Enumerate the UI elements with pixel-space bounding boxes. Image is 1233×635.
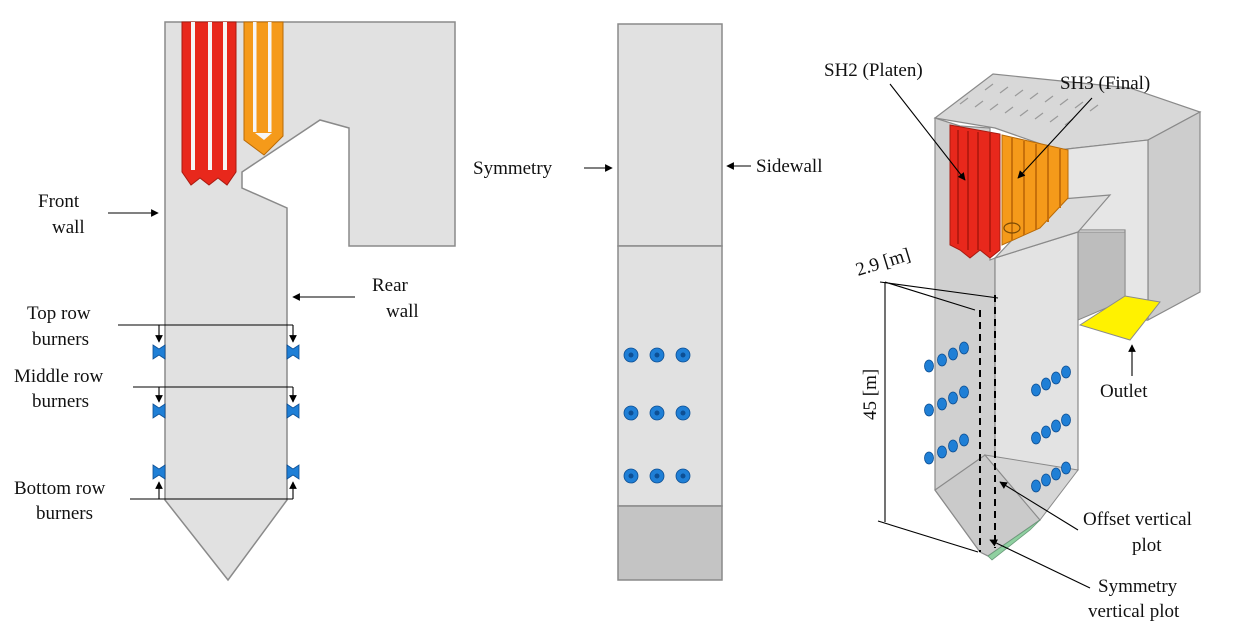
bottom-row-label-1: Bottom row <box>14 478 106 499</box>
front-wall-label-2: wall <box>52 217 85 238</box>
symmetry-plot-arrow <box>989 539 1091 589</box>
symmetry-label: Symmetry <box>473 158 553 179</box>
front-view-hopper <box>617 505 723 581</box>
offset-plot-label-2: plot <box>1132 535 1162 556</box>
iso-back-block-front <box>1147 110 1201 322</box>
sh3-arrow <box>1017 97 1093 179</box>
offset-plot-arrow <box>999 481 1079 531</box>
top-row-label-2: burners <box>32 329 89 350</box>
top-row-label-1: Top row <box>27 303 91 324</box>
iso-sh2-platen <box>949 124 1001 259</box>
furnace-side-outline <box>164 21 456 582</box>
sidewall-label: Sidewall <box>756 156 823 177</box>
front-view-upper <box>617 23 723 247</box>
front-view: Symmetry Sidewall <box>473 23 823 581</box>
iso-view: 2.9 [m] 45 [m] SH2 (Platen) SH3 (Final) … <box>824 60 1202 622</box>
symmetry-plot-label-1: Symmetry <box>1098 576 1178 597</box>
iso-sh3-final <box>1001 134 1069 246</box>
front-view-burners <box>623 347 691 484</box>
middle-row-label-1: Middle row <box>14 366 103 387</box>
front-view-lower <box>617 245 723 507</box>
iso-burners-rear <box>1031 365 1071 493</box>
outlet-label: Outlet <box>1100 381 1148 402</box>
iso-outlet <box>1078 295 1161 341</box>
offset-plot-label-1: Offset vertical <box>1083 509 1192 530</box>
rear-wall-label-1: Rear <box>372 275 409 296</box>
sh3-final-side <box>243 21 284 156</box>
width-dimension-label: 2.9 [m] <box>853 244 913 280</box>
sh2-platen-side <box>181 21 237 186</box>
front-wall-burners <box>152 344 166 480</box>
height-dimension-label: 45 [m] <box>860 369 881 420</box>
front-wall-label-1: Front <box>38 191 80 212</box>
sh3-label: SH3 (Final) <box>1060 73 1150 94</box>
side-view: Front wall Rear wall Top row burners Mid… <box>14 21 456 582</box>
symmetry-plot-label-2: vertical plot <box>1088 601 1180 622</box>
bottom-row-label-2: burners <box>36 503 93 524</box>
middle-row-label-2: burners <box>32 391 89 412</box>
iso-burners-front <box>924 341 969 465</box>
sh2-arrow <box>889 83 966 181</box>
rear-wall-label-2: wall <box>386 301 419 322</box>
rear-wall-burners <box>286 344 300 480</box>
sh2-label: SH2 (Platen) <box>824 60 923 81</box>
